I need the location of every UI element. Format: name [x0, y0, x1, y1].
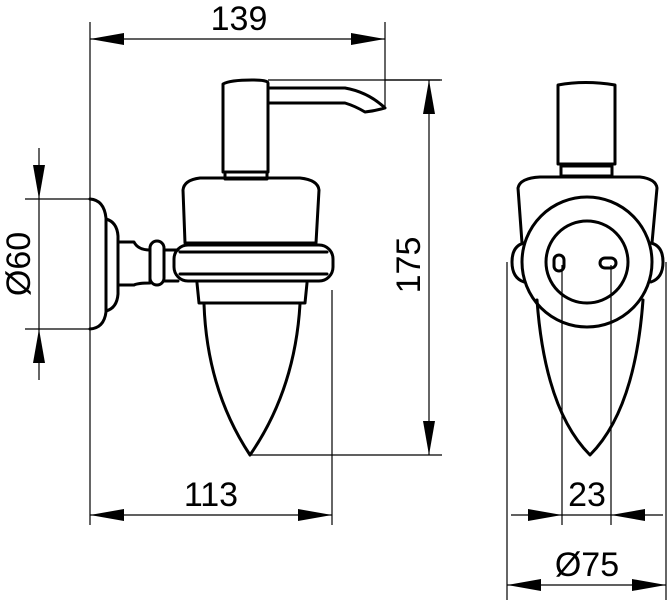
dimension-label-175: 175: [390, 237, 428, 294]
dimension-label-139: 139: [211, 0, 268, 38]
fixing-hole-left: [552, 253, 566, 273]
front-pump-collar: [559, 164, 614, 178]
spout: [266, 86, 387, 114]
dimension-diameter-75: Ø75: [507, 546, 666, 591]
pump-head: [221, 78, 270, 174]
front-pump-head: [556, 81, 617, 166]
dimension-139: 139: [90, 0, 386, 108]
wall-rosette: [88, 197, 108, 331]
rosette-step: [104, 217, 120, 313]
arm-knob: [148, 239, 166, 287]
front-container-body: [535, 298, 645, 457]
front-rosette-inner: [544, 219, 630, 305]
dimension-23: 23: [511, 476, 663, 521]
dimension-label-113: 113: [184, 476, 238, 514]
dimension-diameter-60: Ø60: [0, 148, 90, 380]
holder-ring: [172, 243, 335, 283]
front-rosette-outer: [520, 195, 654, 329]
front-lid: [516, 175, 659, 245]
front-view: [506, 81, 667, 600]
dimension-label-diameter-60: Ø60: [0, 232, 38, 296]
fixing-hole-right: [598, 256, 618, 270]
container-body: [202, 302, 302, 457]
dimension-label-diameter-75: Ø75: [555, 546, 619, 584]
container-lid: [181, 176, 321, 245]
dimension-label-23: 23: [568, 476, 606, 514]
dimension-175: 175: [250, 79, 442, 456]
dimension-113: 113: [90, 290, 333, 525]
wall-arm: [116, 240, 152, 287]
side-view: [88, 22, 440, 525]
